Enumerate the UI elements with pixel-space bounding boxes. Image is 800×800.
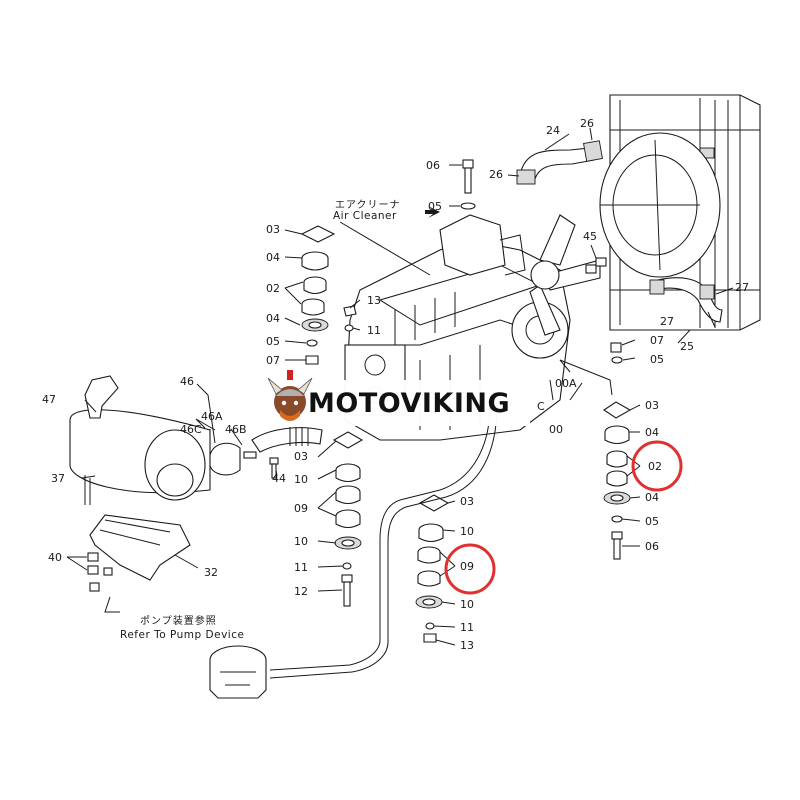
label-03: 03 bbox=[294, 450, 308, 463]
radiator-lower-hose bbox=[649, 277, 723, 323]
label-46: 46 bbox=[180, 375, 194, 388]
label-27: 27 bbox=[660, 315, 674, 328]
label-07: 07 bbox=[650, 334, 664, 347]
label-13: 13 bbox=[367, 294, 381, 307]
pump-device bbox=[209, 645, 267, 699]
label-05: 05 bbox=[266, 335, 280, 348]
label-06: 06 bbox=[426, 159, 440, 172]
right-nuts bbox=[585, 257, 623, 364]
label-10: 10 bbox=[294, 473, 308, 486]
pump-device-en: Refer To Pump Device bbox=[120, 629, 244, 641]
label-10: 10 bbox=[294, 535, 308, 548]
label-47: 47 bbox=[42, 393, 56, 406]
label-13: 13 bbox=[460, 639, 474, 652]
muffler bbox=[69, 375, 211, 505]
top-bolt bbox=[460, 159, 476, 210]
label-44: 44 bbox=[272, 472, 286, 485]
label-02: 02 bbox=[266, 282, 280, 295]
label-03: 03 bbox=[266, 223, 280, 236]
label-00: 00 bbox=[549, 423, 563, 436]
label-11: 11 bbox=[367, 324, 381, 337]
label-46B: 46B bbox=[225, 423, 247, 436]
label-26: 26 bbox=[580, 117, 594, 130]
label-12: 12 bbox=[294, 585, 308, 598]
left-mount-stack bbox=[300, 225, 336, 365]
label-05: 05 bbox=[645, 515, 659, 528]
arrow-icon bbox=[425, 206, 440, 218]
label-06: 06 bbox=[645, 540, 659, 553]
label-02: 02 bbox=[648, 460, 662, 473]
muffler-clamp bbox=[209, 442, 279, 479]
label-04: 04 bbox=[266, 251, 280, 264]
label-11: 11 bbox=[460, 621, 474, 634]
label-04: 04 bbox=[645, 426, 659, 439]
cooling-fan bbox=[599, 132, 721, 278]
label-46A: 46A bbox=[201, 410, 223, 423]
highlight-circle-02 bbox=[631, 440, 683, 492]
pump-device-jp: ポンプ装置参照 bbox=[140, 614, 217, 627]
label-03: 03 bbox=[645, 399, 659, 412]
label-09: 09 bbox=[460, 560, 474, 573]
label-03: 03 bbox=[460, 495, 474, 508]
label-10: 10 bbox=[460, 525, 474, 538]
muffler-stay bbox=[87, 514, 191, 592]
label-37: 37 bbox=[51, 472, 65, 485]
air-cleaner-jp: エアクリーナ bbox=[335, 199, 401, 211]
part-number-labels: 06 05 24 26 26 45 27 27 25 07 05 00A 00 … bbox=[42, 117, 749, 652]
label-00A: 00A bbox=[555, 377, 577, 390]
intake-pipe bbox=[251, 427, 323, 453]
label-04: 04 bbox=[266, 312, 280, 325]
brand-watermark: MOTOVIKING bbox=[267, 370, 530, 426]
label-10: 10 bbox=[460, 598, 474, 611]
label-27: 27 bbox=[735, 281, 749, 294]
center-left-mount-stack bbox=[332, 431, 364, 607]
label-25: 25 bbox=[680, 340, 694, 353]
radiator-upper-hose bbox=[516, 140, 603, 185]
label-04: 04 bbox=[645, 491, 659, 504]
label-24: 24 bbox=[546, 124, 560, 137]
label-09: 09 bbox=[294, 502, 308, 515]
label-05: 05 bbox=[428, 200, 442, 213]
label-11: 11 bbox=[294, 561, 308, 574]
brand-name: MOTOVIKING bbox=[308, 388, 510, 419]
label-05: 05 bbox=[650, 353, 664, 366]
air-cleaner-en: Air Cleaner bbox=[333, 210, 397, 222]
label-45: 45 bbox=[583, 230, 597, 243]
highlight-circle-09 bbox=[444, 543, 496, 595]
label-26: 26 bbox=[489, 168, 503, 181]
right-mount-stack bbox=[559, 359, 632, 560]
fuel-line bbox=[269, 404, 498, 679]
viking-mascot-icon bbox=[267, 370, 313, 421]
label-C: C bbox=[537, 400, 545, 413]
label-32: 32 bbox=[204, 566, 218, 579]
label-46C: 46C bbox=[180, 423, 202, 436]
center-bottom-mount-stack bbox=[415, 494, 450, 643]
label-07: 07 bbox=[266, 354, 280, 367]
label-40: 40 bbox=[48, 551, 62, 564]
